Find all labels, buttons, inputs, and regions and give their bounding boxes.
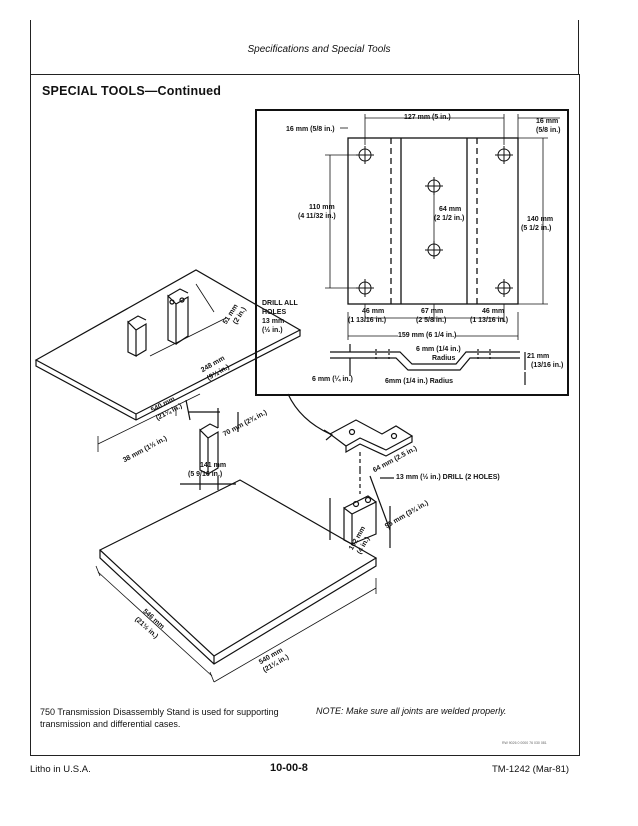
figure-caption: 750 Transmission Disassembly Stand is us… (40, 707, 279, 729)
dim-46a-in: (1 13/16 in.) (348, 317, 387, 324)
dim-16-right-in: (5/8 in.) (536, 127, 561, 134)
drill-note-line1: DRILL ALL (262, 300, 298, 307)
plate-outline (347, 137, 519, 305)
dim-110-mm: 110 mm (309, 204, 335, 211)
dim-110-in: (4 11/32 in.) (298, 213, 336, 220)
dim-127: 127 mm (5 in.) (404, 114, 451, 121)
base-plate (98, 479, 378, 665)
dim-radius-6: 6mm (1/4 in.) Radius (385, 378, 454, 385)
stand-dim-lines (97, 283, 227, 452)
small-post (180, 399, 239, 490)
dim-46b-in: (1 13/16 in.) (470, 317, 509, 324)
dim-46a-mm: 46 mm (362, 308, 385, 315)
drill-note-line3: 13 mm (262, 318, 285, 325)
page-header-title: Specifications and Special Tools (247, 44, 391, 55)
dim-thick-6: 6 mm (¼ in.) (312, 376, 353, 383)
plate-dim-lines (325, 114, 560, 340)
drill-2-holes: 13 mm (½ in.) DRILL (2 HOLES) (396, 474, 500, 481)
dim-141-in: (5 9/16 in.) (188, 471, 223, 478)
dim-64-mm: 64 mm (439, 206, 462, 213)
figure-ref-code: RW 9026 0 0000 76 030 081 (502, 741, 547, 745)
bracket-top (328, 419, 414, 470)
header-right-rule (578, 20, 579, 74)
footer-litho: Litho in U.S.A. (30, 764, 91, 775)
dim-159: 159 mm (6 1/4 in.) (398, 332, 457, 340)
dim-64-in: (2 1/2 in.) (434, 215, 465, 222)
dim-141-mm: 141 mm (200, 462, 227, 469)
bracket-lower (329, 470, 394, 548)
dim-46b-mm: 46 mm (482, 308, 505, 315)
stand-plate-top (34, 269, 302, 421)
detail-inset-box (255, 109, 569, 396)
dim-67-mm: 67 mm (421, 308, 444, 315)
dim-radius-word: Radius (432, 355, 456, 362)
plate-holes (356, 146, 513, 297)
dim-140-in: (5 1/2 in.) (521, 225, 552, 232)
dim-140-mm: 140 mm (527, 216, 554, 223)
pointer-arrow (287, 393, 331, 435)
header-left-rule (30, 20, 31, 74)
drill-note-line4: (½ in.) (262, 327, 283, 334)
footer-page-number: 10-00-8 (270, 762, 308, 774)
section-title: SPECIAL TOOLS—Continued (42, 84, 222, 98)
drill-note-line2: HOLES (262, 309, 287, 316)
dim-21-mm: 21 mm (527, 353, 550, 360)
dim-bend-6: 6 mm (1/4 in.) (416, 346, 461, 353)
base-plate-dim-lines (95, 565, 377, 683)
weld-note: NOTE: Make sure all joints are welded pr… (316, 706, 507, 716)
dim-16-right-mm: 16 mm (536, 118, 559, 125)
dim-67-in: (2 5/8 in.) (416, 317, 447, 324)
plate-profile (330, 344, 526, 385)
footer-manual-id: TM-1242 (Mar-81) (492, 764, 570, 775)
dim-21-in: (13/16 in.) (531, 362, 564, 369)
dim-16-left: 16 mm (5/8 in.) (286, 126, 335, 133)
stand-post-left (127, 288, 189, 357)
content-frame (30, 74, 580, 756)
